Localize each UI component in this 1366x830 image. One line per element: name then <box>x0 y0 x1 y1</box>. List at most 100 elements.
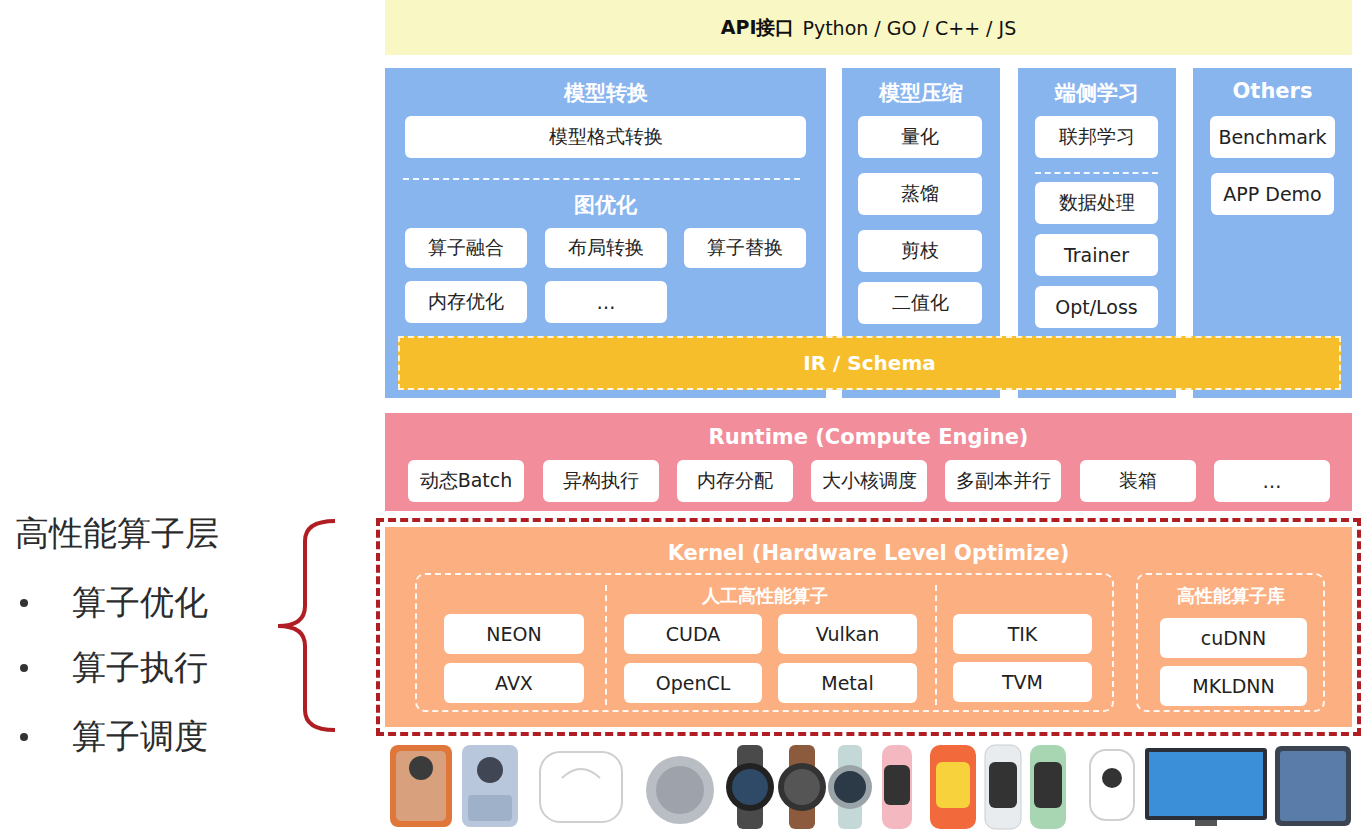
bullet-dot <box>20 599 28 607</box>
runtime-band: Runtime (Compute Engine) 动态Batch 异构执行 内存分配 大… <box>385 413 1352 511</box>
box-label: Trainer <box>1064 244 1129 266</box>
feature-box: 内存分配 <box>677 460 793 502</box>
box-label: 算子融合 <box>428 235 504 261</box>
feature-box: 蒸馏 <box>858 173 982 215</box>
feature-box: Opt/Loss <box>1035 286 1158 328</box>
box-label: 量化 <box>901 124 939 150</box>
dashed-divider <box>935 585 937 705</box>
dashed-divider <box>403 178 800 180</box>
box-label: 内存优化 <box>428 289 504 315</box>
box-label: 二值化 <box>892 290 949 316</box>
feature-box: 动态Batch <box>408 460 524 502</box>
box-label: APP Demo <box>1223 183 1321 205</box>
api-title: API接口 <box>721 15 795 41</box>
feature-box: cuDNN <box>1160 618 1307 658</box>
panel-heading: Runtime (Compute Engine) <box>385 425 1352 449</box>
feature-box: 模型格式转换 <box>405 116 806 158</box>
dashed-divider <box>605 585 607 705</box>
box-label: CUDA <box>666 623 720 645</box>
feature-box: 内存优化 <box>405 281 527 323</box>
feature-box: APP Demo <box>1211 173 1334 215</box>
ir-band: IR / Schema <box>398 336 1341 390</box>
phone-orange <box>390 745 452 827</box>
watch <box>726 745 774 829</box>
box-label: Vulkan <box>816 623 879 645</box>
panel-heading: 高性能算子库 <box>1138 584 1323 608</box>
feature-box: AVX <box>444 663 584 703</box>
box-label: cuDNN <box>1201 627 1267 649</box>
box-label: 动态Batch <box>420 468 513 494</box>
bullet-dot <box>20 733 28 741</box>
home-camera <box>1090 750 1134 820</box>
box-label: 联邦学习 <box>1059 124 1135 150</box>
box-label: 异构执行 <box>563 468 639 494</box>
fitness-band <box>882 745 912 829</box>
feature-box: Benchmark <box>1210 116 1335 158</box>
feature-box: CUDA <box>624 614 762 654</box>
watch <box>778 745 826 829</box>
panel-heading: 端侧学习 <box>1018 79 1176 107</box>
box-label: 布局转换 <box>568 235 644 261</box>
api-languages: Python / GO / C++ / JS <box>802 17 1016 39</box>
box-label: 蒸馏 <box>901 181 939 207</box>
box-label: AVX <box>495 672 533 694</box>
feature-box: NEON <box>444 614 584 654</box>
box-label: 内存分配 <box>697 468 773 494</box>
panel-heading: 模型压缩 <box>842 79 1000 107</box>
feature-box: Metal <box>778 663 917 703</box>
feature-box: TIK <box>953 614 1092 654</box>
box-label: OpenCL <box>656 672 731 694</box>
panel-heading: Kernel (Hardware Level Optimize) <box>385 541 1352 565</box>
side-bullet-text: 算子执行 <box>72 647 208 688</box>
group-box: 高性能算子库 cuDNN MKLDNN <box>1136 573 1325 712</box>
box-label: 算子替换 <box>707 235 783 261</box>
phone-blue <box>462 745 518 827</box>
feature-box: 大小核调度 <box>811 460 927 502</box>
fitness-band <box>930 745 976 829</box>
side-title: 高性能算子层 <box>15 513 219 554</box>
feature-box: … <box>1214 460 1330 502</box>
bullet-dot <box>20 664 28 672</box>
feature-box: Trainer <box>1035 234 1158 276</box>
feature-box: 算子融合 <box>405 228 527 268</box>
dashed-divider <box>1035 172 1158 174</box>
box-label: 剪枝 <box>901 238 939 264</box>
box-label: MKLDNN <box>1192 675 1275 697</box>
box-label: … <box>597 291 616 313</box>
feature-box: 量化 <box>858 116 982 158</box>
box-label: 装箱 <box>1119 468 1157 494</box>
box-label: 大小核调度 <box>822 468 917 494</box>
feature-box: 算子替换 <box>684 228 806 268</box>
side-bullet-text: 算子优化 <box>72 582 208 623</box>
feature-box: 多副本并行 <box>945 460 1061 502</box>
box-label: TVM <box>1002 671 1043 693</box>
fitness-band <box>985 745 1021 829</box>
sub-heading: 图优化 <box>385 191 826 219</box>
feature-box: MKLDNN <box>1160 666 1307 706</box>
watch <box>828 745 872 829</box>
earbuds-round <box>646 756 714 824</box>
side-bullet-text: 算子调度 <box>72 716 208 757</box>
smart-tv <box>1145 748 1267 826</box>
group-box: 人工高性能算子NEONAVXCUDAOpenCLVulkanMetalTIKTV… <box>415 573 1114 712</box>
panel-heading: 模型转换 <box>385 79 826 107</box>
feature-box: 二值化 <box>858 282 982 324</box>
feature-box: 数据处理 <box>1035 182 1158 224</box>
ir-label: IR / Schema <box>803 351 935 375</box>
earbuds-case <box>540 752 622 822</box>
box-label: Metal <box>821 672 873 694</box>
panel-heading: Others <box>1193 79 1352 103</box>
box-label: Opt/Loss <box>1055 296 1138 318</box>
box-label: 多副本并行 <box>956 468 1051 494</box>
feature-box: OpenCL <box>624 663 762 703</box>
feature-box: … <box>545 281 667 323</box>
feature-box: 联邦学习 <box>1035 116 1158 158</box>
feature-box: 异构执行 <box>543 460 659 502</box>
box-label: 数据处理 <box>1059 190 1135 216</box>
curly-brace <box>278 521 335 730</box>
feature-box: 剪枝 <box>858 230 982 272</box>
fitness-band <box>1030 745 1066 829</box>
feature-box: Vulkan <box>778 614 917 654</box>
feature-box: 布局转换 <box>545 228 667 268</box>
